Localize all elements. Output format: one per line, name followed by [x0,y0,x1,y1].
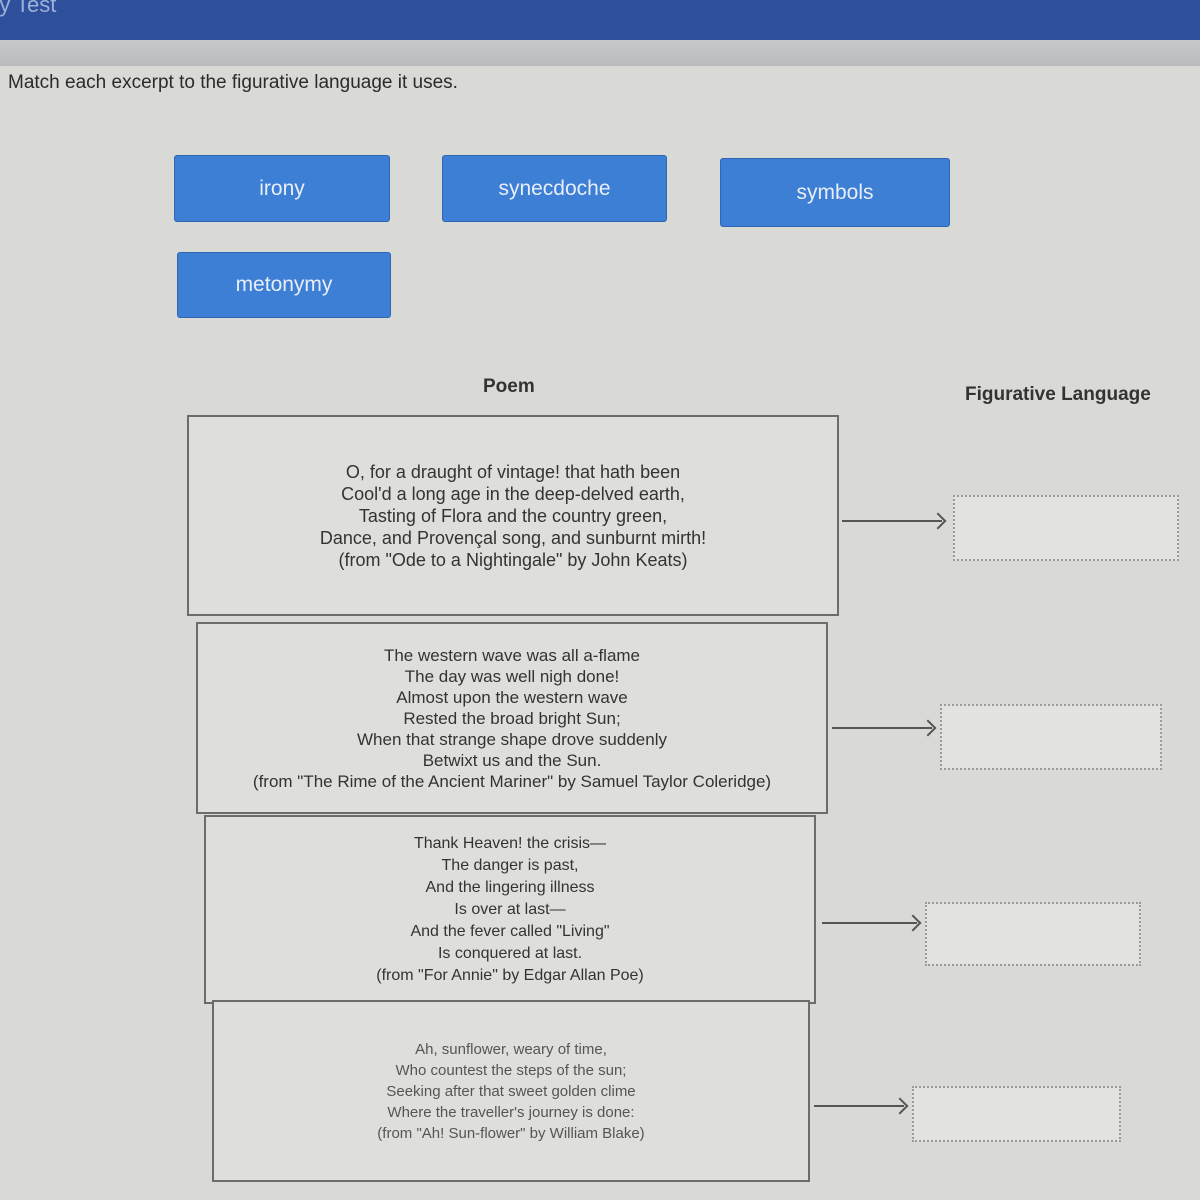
option-synecdoche[interactable]: synecdoche [442,155,667,222]
poem-line: Thank Heaven! the crisis— [413,834,607,852]
poem-line: And the lingering illness [425,878,595,896]
arrow-icon [842,520,942,522]
poem-line: And the fever called "Living" [410,922,610,940]
poem-line: Where the traveller's journey is done: [387,1103,635,1121]
option-metonymy[interactable]: metonymy [177,252,391,318]
poem-column-header: Poem [483,376,535,397]
poem-line: Ah, sunflower, weary of time, [415,1040,607,1058]
arrow-icon [814,1105,904,1107]
option-symbols[interactable]: symbols [720,158,950,227]
poem-box-2: The western wave was all a-flame The day… [196,622,828,814]
poem-line: The western wave was all a-flame [383,645,641,665]
poem-box-4: Ah, sunflower, weary of time, Who counte… [212,1000,810,1182]
poem-line: The day was well nigh done! [404,666,620,686]
poem-source: (from "Ode to a Nightingale" by John Kea… [338,549,688,570]
toolbar-strip [0,40,1200,66]
poem-line: The danger is past, [441,856,579,874]
figurative-column-header: Figurative Language [965,384,1151,405]
option-irony[interactable]: irony [174,155,390,222]
drop-target-2[interactable] [940,704,1162,770]
poem-line: Who countest the steps of the sun; [395,1061,627,1079]
poem-line: O, for a draught of vintage! that hath b… [345,461,681,482]
test-title: ry Test [0,0,57,17]
drop-target-1[interactable] [953,495,1179,561]
poem-line: Seeking after that sweet golden clime [386,1082,636,1100]
arrow-icon [822,922,917,924]
drop-target-3[interactable] [925,902,1141,966]
poem-line: Rested the broad bright Sun; [403,708,621,728]
poem-line: Is over at last— [454,900,566,918]
poem-source: (from "Ah! Sun-flower" by William Blake) [377,1124,645,1142]
poem-box-3: Thank Heaven! the crisis— The danger is … [204,815,816,1004]
poem-line: Betwixt us and the Sun. [422,750,602,770]
question-prompt: Match each excerpt to the figurative lan… [8,72,458,93]
poem-box-1: O, for a draught of vintage! that hath b… [187,415,839,616]
poem-source: (from "The Rime of the Ancient Mariner" … [252,771,772,791]
poem-line: Cool'd a long age in the deep-delved ear… [341,483,685,504]
poem-line: Almost upon the western wave [396,687,628,707]
poem-line: Tasting of Flora and the country green, [358,505,668,526]
poem-line: Dance, and Provençal song, and sunburnt … [319,527,707,548]
arrow-icon [832,727,932,729]
poem-source: (from "For Annie" by Edgar Allan Poe) [376,966,644,984]
poem-line: Is conquered at last. [437,944,583,962]
drop-target-4[interactable] [912,1086,1121,1142]
poem-line: When that strange shape drove suddenly [357,729,667,749]
header-bar: ry Test [0,0,1200,40]
